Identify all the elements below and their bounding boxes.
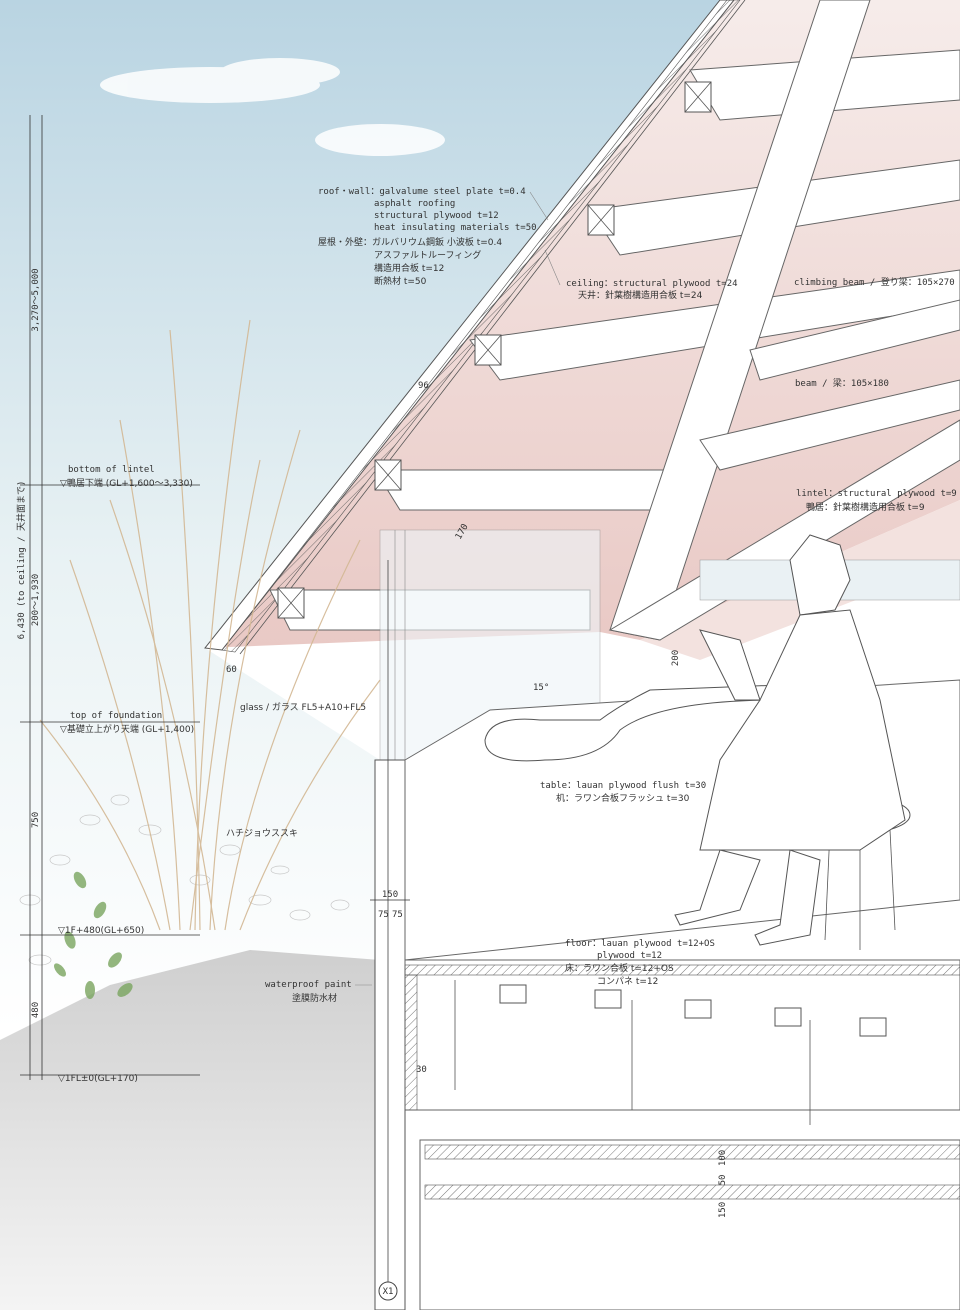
svg-text:天井：針葉樹構造用合板 t=24: 天井：針葉樹構造用合板 t=24: [578, 289, 703, 301]
level-1f: ▽1F+480(GL+650): [58, 926, 144, 936]
level-lintel-en: bottom of lintel: [68, 465, 155, 475]
svg-text:plywood t=12: plywood t=12: [597, 951, 662, 961]
pampas-grass: [39, 319, 381, 931]
svg-text:コンパネ t=12: コンパネ t=12: [597, 976, 658, 987]
dim-75b: 75: [392, 910, 403, 920]
dim-75a: 75: [378, 910, 389, 920]
seated-person: [674, 534, 906, 946]
ground: [0, 950, 380, 1310]
dim-overall: 6,430 (to ceiling / 天井面まで): [15, 481, 27, 640]
table-label-en: table：lauan plywood flush t=30: [540, 781, 706, 791]
glass-label: glass / ガラス FL5+A10+FL5: [240, 702, 366, 713]
svg-text:床：ラワン合板 t=12+OS: 床：ラワン合板 t=12+OS: [565, 962, 674, 974]
level-foundation-jp: ▽基礎立上がり天端 (GL+1,400): [60, 723, 194, 735]
lintel-label-jp: 鴨居：針葉樹構造用合板 t=9: [806, 501, 925, 513]
dim-96: 96: [418, 381, 429, 391]
dim-upper: 3,270～5,000: [31, 268, 41, 331]
svg-text:roof・wall：galvalume steel plat: roof・wall：galvalume steel plate t=0.4: [318, 187, 526, 197]
climbing-beam-label: climbing beam / 登り梁：105×270: [794, 276, 955, 288]
climbing-beams: [608, 0, 960, 641]
svg-text:waterproof paint: waterproof paint: [265, 980, 352, 990]
dim-100: 100: [718, 1150, 728, 1166]
dim-480: 480: [31, 1002, 41, 1018]
floor-joists: [454, 980, 887, 1125]
roof-annotation: roof・wall：galvalume steel plate t=0.4 as…: [318, 187, 549, 287]
pebbles: [19, 794, 350, 966]
svg-text:heat insulating materials t=50: heat insulating materials t=50: [374, 223, 537, 233]
level-1fl: ▽1FL±0(GL+170): [58, 1074, 138, 1084]
svg-text:structural plywood t=12: structural plywood t=12: [374, 211, 499, 221]
clouds: [100, 58, 445, 156]
table-label-jp: 机：ラワン合板フラッシュ t=30: [556, 792, 690, 804]
dim-150: 150: [382, 890, 398, 900]
svg-text:asphalt roofing: asphalt roofing: [374, 199, 455, 209]
axis-label: X1: [383, 1287, 394, 1297]
svg-text:floor：lauan plywood t=12+OS: floor：lauan plywood t=12+OS: [565, 939, 715, 949]
level-foundation-en: top of foundation: [70, 711, 162, 721]
svg-text:屋根・外壁：ガルバリウム鋼鈑 小波板 t=0.4: 屋根・外壁：ガルバリウム鋼鈑 小波板 t=0.4: [318, 236, 502, 248]
dim-50: 50: [718, 1175, 728, 1186]
dim-750: 750: [31, 812, 41, 828]
svg-text:アスファルトルーフィング: アスファルトルーフィング: [374, 249, 481, 261]
waterproof-annotation: waterproof paint 塗膜防水材: [265, 980, 372, 1004]
svg-text:塗膜防水材: 塗膜防水材: [292, 992, 337, 1004]
table: [484, 684, 781, 762]
shrub-leaves: [54, 871, 133, 999]
svg-text:ceiling：structural plywood t=2: ceiling：structural plywood t=24: [566, 279, 738, 289]
dim-60: 60: [226, 665, 237, 675]
lintel-label-en: lintel：structural plywood t=9: [796, 489, 957, 499]
grass-label: ハチジョウススキ: [226, 828, 298, 839]
floor-annotation: floor：lauan plywood t=12+OS plywood t=12…: [565, 939, 715, 987]
dim-150-base: 150: [718, 1202, 728, 1218]
level-lintel-jp: ▽鴨居下端 (GL+1,600～3,330): [60, 477, 193, 489]
roof-slab: [204, 0, 746, 655]
axis-bubble: [378, 1281, 398, 1301]
dimension-lines: [20, 115, 410, 1080]
svg-text:構造用合板 t=12: 構造用合板 t=12: [374, 262, 444, 274]
sky: [0, 0, 720, 1030]
svg-text:断熱材 t=50: 断熱材 t=50: [374, 275, 427, 287]
dim-lintel-range: 200～1,930: [31, 574, 41, 626]
dim-angle: 15°: [533, 683, 549, 693]
dim-200: 200: [671, 650, 681, 666]
dim-30: 30: [416, 1065, 427, 1075]
ceiling-annotation: ceiling：structural plywood t=24 天井：針葉樹構造…: [544, 249, 738, 301]
beam-label: beam / 梁：105×180: [795, 377, 889, 389]
